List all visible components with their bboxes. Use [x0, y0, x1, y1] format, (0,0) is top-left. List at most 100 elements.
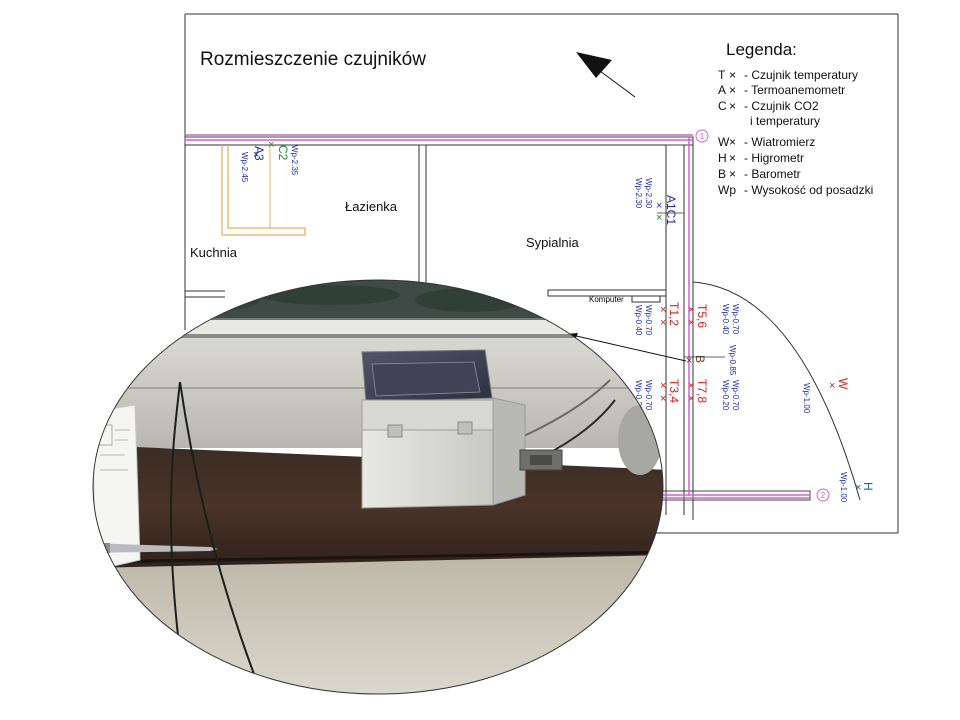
cross-icon: × — [729, 151, 736, 165]
sensor-w-label: W — [836, 378, 850, 390]
legend-text: - Barometr — [744, 167, 801, 181]
sensor-c2: × C2 Wp-2.35 — [268, 139, 299, 176]
sensor-b-height: Wp-0.85 — [728, 345, 737, 376]
sensor-b: × B Wp-0.85 — [684, 345, 737, 376]
axis-marker-2: 2 — [816, 488, 830, 502]
legend-text: - Czujnik temperatury — [744, 68, 858, 82]
cross-icon: × — [688, 304, 694, 316]
sensor-a3-height: Wp-2.45 — [240, 152, 249, 183]
cross-icon: × — [688, 317, 694, 329]
legend-text: - Higrometr — [744, 151, 804, 165]
cross-icon: × — [660, 304, 666, 316]
legend-item: Wp - Wysokość od posadzki — [718, 183, 873, 197]
cross-icon: × — [656, 212, 662, 224]
legend-item: T× - Czujnik temperatury — [718, 68, 858, 82]
sensor-t34-label: T3,4 — [667, 379, 681, 403]
sensor-a1c1-label: A1C1 — [664, 195, 678, 225]
legend-symbol: C — [718, 99, 727, 113]
sensor-t34: × × T3,4 Wp-0.20 Wp-0.70 — [634, 379, 681, 411]
legend-symbol: H — [718, 151, 727, 165]
legend-symbol: B — [718, 167, 726, 181]
axis-label-2: 2 — [821, 491, 826, 500]
sensor-t12: × × T1,2 Wp-0.40 Wp-0.70 — [634, 302, 681, 336]
legend-item: A× - Termoanemometr — [718, 83, 845, 97]
cross-icon: × — [729, 68, 736, 82]
legend-text: i temperatury — [750, 114, 820, 128]
sensor-t78: × × T7,8 Wp-0.20 Wp-0.70 — [688, 379, 740, 411]
wall-top — [184, 136, 694, 146]
room-label-bedroom: Sypialnia — [526, 235, 580, 250]
axis-label-1: 1 — [700, 132, 705, 141]
sensor-a3: × A3 Wp-2.45 — [240, 146, 266, 183]
floor-plan — [184, 13, 899, 534]
cross-icon: × — [688, 380, 694, 392]
cross-icon: × — [855, 482, 861, 494]
legend-symbol: T — [718, 68, 726, 82]
cross-icon: × — [268, 139, 274, 151]
sensor-t12-height-2: Wp-0.70 — [644, 305, 653, 336]
legend-item: B× - Barometr — [718, 167, 801, 181]
legend-title: Legenda: — [726, 40, 797, 59]
sensor-t78-height-1: Wp-0.20 — [721, 380, 730, 411]
cross-icon: × — [729, 83, 736, 97]
cross-icon: × — [660, 317, 666, 329]
legend-symbol: A — [718, 83, 726, 97]
sensor-t56-label: T5,6 — [695, 304, 709, 328]
sensor-c2-height: Wp-2.35 — [290, 145, 299, 176]
cross-icon: × — [729, 167, 736, 181]
sensor-t56: × × T5,6 Wp-0.40 Wp-0.70 — [688, 304, 740, 335]
sensor-t12-height-1: Wp-0.40 — [634, 305, 643, 336]
legend-text: - Termoanemometr — [744, 83, 845, 97]
diagram-title: Rozmieszczenie czujników — [200, 49, 426, 70]
legend-text: - Wiatromierz — [744, 135, 815, 149]
cross-icon: × — [729, 135, 736, 149]
sensor-t78-height-2: Wp-0.70 — [731, 380, 740, 411]
legend-text: - Wysokość od posadzki — [744, 183, 873, 197]
sensor-h: × H Wp-1.00 — [839, 472, 875, 503]
sensor-t78-label: T7,8 — [695, 379, 709, 403]
legend-item: i temperatury — [750, 114, 820, 128]
bed-shelf — [547, 289, 667, 297]
sensor-a1c1-height-1: Wp-2.30 — [634, 178, 643, 209]
cross-icon: × — [253, 149, 259, 161]
cross-icon: × — [660, 380, 666, 392]
cross-icon: × — [829, 380, 835, 392]
sensor-w: × W Wp-1.00 — [802, 378, 850, 414]
north-arrow-icon — [576, 52, 636, 98]
legend-item: W× - Wiatromierz — [718, 135, 815, 149]
computer-label: Komputer — [589, 295, 624, 304]
sensor-h-label: H — [861, 482, 875, 491]
sensor-t56-height-2: Wp-0.70 — [731, 304, 740, 335]
cross-icon: × — [688, 393, 694, 405]
sensor-t56-height-1: Wp-0.40 — [721, 304, 730, 335]
cross-icon: × — [729, 99, 736, 113]
computer-icon — [631, 295, 661, 303]
sensors: × C2 Wp-2.35 × A3 Wp-2.45 × × A1C1 Wp-2.… — [240, 139, 875, 503]
cross-icon: × — [656, 200, 662, 212]
sensor-a1c1: × × A1C1 Wp-2.30 Wp-2.30 — [634, 178, 684, 225]
legend-symbol: Wp — [718, 183, 736, 197]
sensor-w-height: Wp-1.00 — [802, 383, 811, 414]
legend-item: H× - Higrometr — [718, 151, 804, 165]
sensor-a1c1-height-2: Wp-2.30 — [644, 178, 653, 209]
sensor-t34-height-1: Wp-0.20 — [634, 380, 643, 411]
device-photo — [92, 279, 664, 695]
sensor-b-label: B — [693, 355, 707, 363]
door-swing-arc — [692, 281, 861, 501]
sensor-t34-height-2: Wp-0.70 — [644, 380, 653, 411]
room-label-kitchen: Kuchnia — [190, 245, 238, 260]
cross-icon: × — [686, 355, 692, 367]
sensor-t12-label: T1,2 — [667, 302, 681, 326]
axis-marker-1: 1 — [695, 129, 709, 143]
legend-item: C× - Czujnik CO2 — [718, 99, 819, 113]
legend-text: - Czujnik CO2 — [744, 99, 819, 113]
sensor-h-height: Wp-1.00 — [839, 472, 848, 503]
sensor-a3-label: A3 — [252, 146, 266, 161]
sensor-c2-label: C2 — [276, 145, 290, 161]
kitchen-duct — [221, 145, 306, 236]
legend-symbol: W — [718, 135, 730, 149]
cross-icon: × — [660, 393, 666, 405]
